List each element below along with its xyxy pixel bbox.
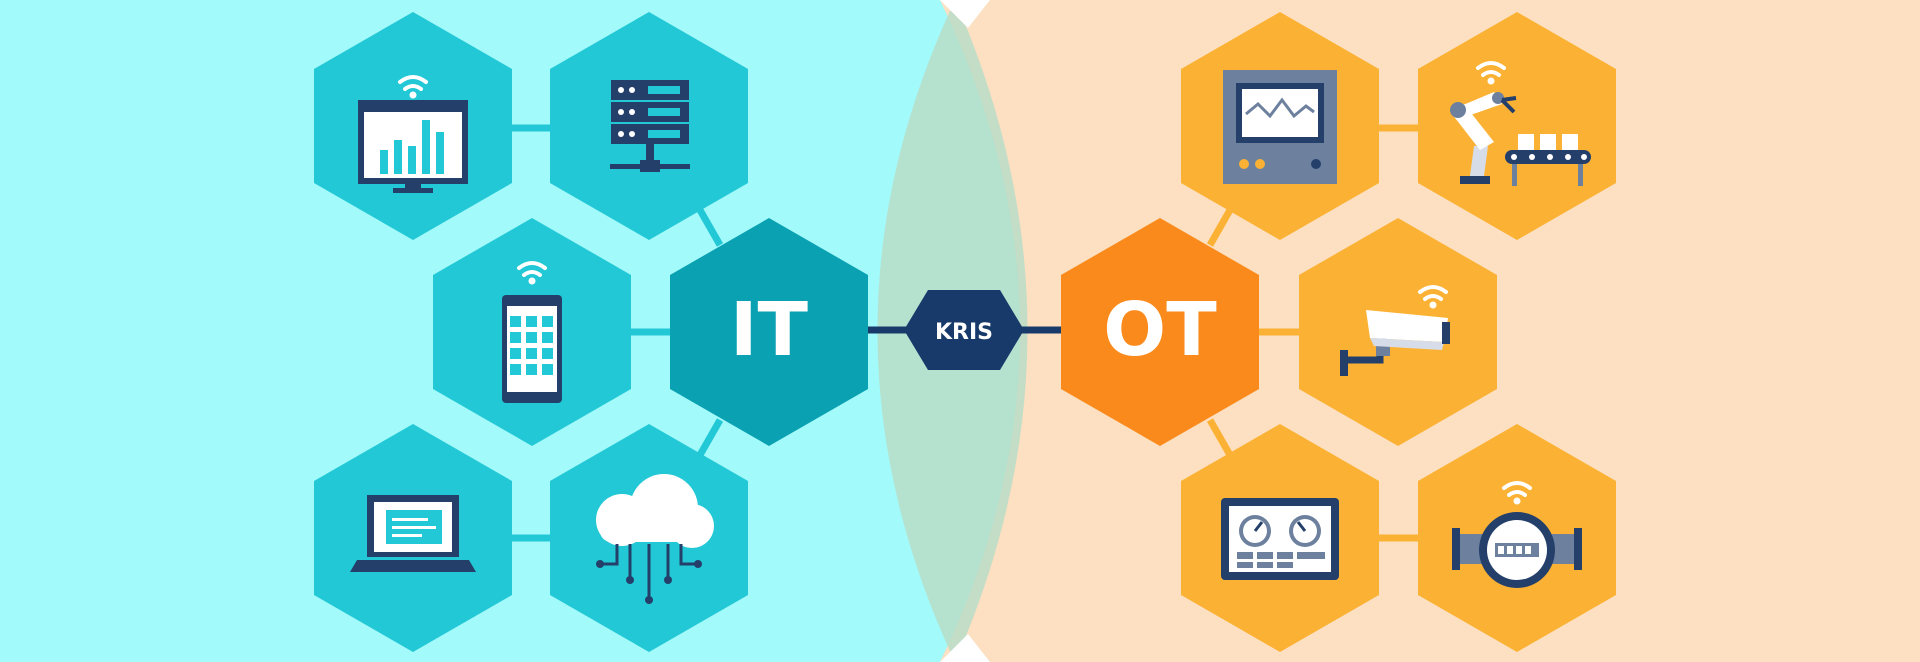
server-rack-icon xyxy=(610,80,690,172)
it-hub-label: IT xyxy=(730,287,809,373)
it-connectors xyxy=(508,124,724,542)
robot-arm-conveyor-icon xyxy=(1450,61,1591,186)
laptop-icon xyxy=(350,495,476,572)
flow-meter-icon xyxy=(1452,481,1582,588)
bottom-notch xyxy=(940,634,990,662)
ot-connectors xyxy=(1206,124,1422,542)
gauge-dashboard-icon xyxy=(1221,498,1339,580)
security-camera-icon xyxy=(1340,285,1450,376)
kris-label: KRIS xyxy=(935,320,993,345)
hex-kris xyxy=(904,290,1024,370)
hex-it-hub xyxy=(670,218,868,446)
ot-hub-label: OT xyxy=(1103,287,1217,373)
cloud-network-icon xyxy=(596,474,714,604)
hex-ot-hub xyxy=(1061,218,1259,446)
top-notch xyxy=(940,0,990,28)
control-panel-icon xyxy=(1223,70,1337,184)
smartphone-icon xyxy=(502,261,562,403)
monitor-chart-icon xyxy=(358,75,468,193)
